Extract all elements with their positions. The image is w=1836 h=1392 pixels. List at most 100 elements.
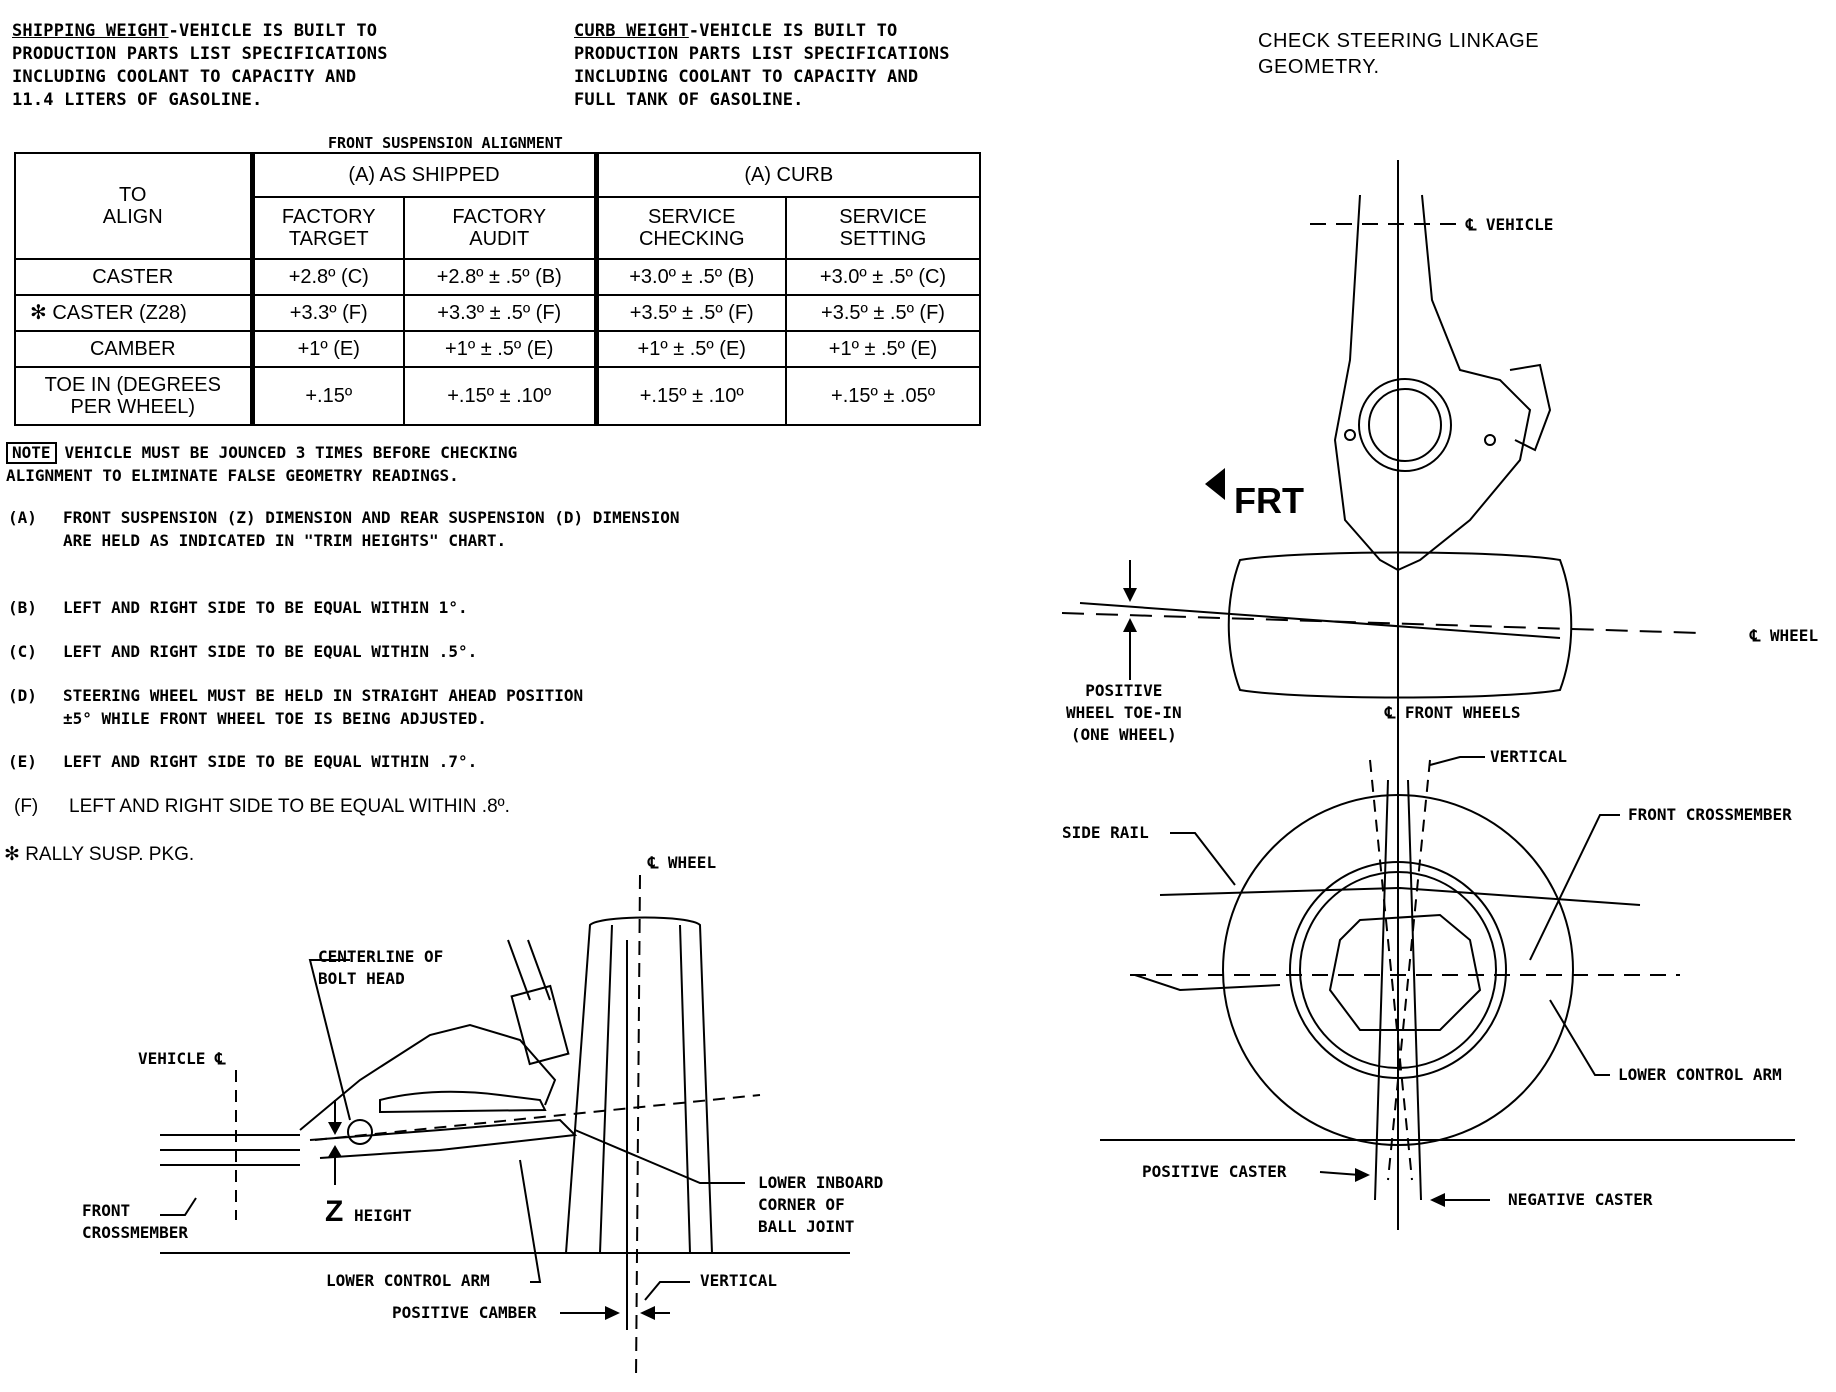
curb-weight-text: -VEHICLE IS BUILT TO: [688, 21, 898, 41]
toe-arrowhead-down: [1123, 588, 1137, 602]
negative-caster-arrowhead: [1430, 1193, 1445, 1207]
z-arrowhead-down: [328, 1122, 342, 1135]
lower-control-arm-leader-right: [1549, 999, 1610, 1076]
factory-target-cell: +2.8º (C): [251, 258, 405, 296]
frt-arrow-icon: [1205, 468, 1225, 500]
service-checking-cell: +.15º ± .10º: [595, 366, 787, 426]
table-group-header-row: TO ALIGN (A) AS SHIPPED (A) CURB: [14, 152, 982, 260]
camber-arrowhead-left: [640, 1306, 655, 1320]
shipping-weight-note: SHIPPING WEIGHT-VEHICLE IS BUILT TO PROD…: [12, 20, 532, 112]
service-setting-cell: +.15º ± .05º: [784, 366, 982, 426]
hub-outer-circle: [1358, 378, 1452, 472]
shipping-weight-term: SHIPPING WEIGHT: [12, 21, 169, 41]
footnote-text: LEFT AND RIGHT SIDE TO BE EQUAL WITHIN .…: [63, 642, 478, 661]
negative-caster-line: [1407, 779, 1422, 1201]
factory-audit-header: FACTORY AUDIT: [403, 196, 599, 260]
ball-joint-leader: [574, 1129, 745, 1184]
service-setting-header: SERVICE SETTING: [784, 196, 982, 260]
service-setting-cell: +3.0º ± .5º (C): [784, 258, 982, 296]
footnote-e: (E) LEFT AND RIGHT SIDE TO BE EQUAL WITHI…: [8, 750, 477, 773]
side-rail-label: SIDE RAIL: [1062, 823, 1149, 842]
control-arm-knuckle: [1328, 913, 1482, 1031]
positive-caster-leader: [1319, 1171, 1361, 1176]
arm-dashed-line: [314, 1094, 761, 1141]
curb-weight-note: CURB WEIGHT-VEHICLE IS BUILT TO PRODUCTI…: [574, 20, 1094, 112]
as-shipped-header: (A) AS SHIPPED: [251, 152, 599, 198]
caster-wheel-inner-rim: [1299, 871, 1497, 1069]
service-checking-cell: +1º ± .5º (E): [595, 330, 787, 368]
shock-body: [510, 984, 570, 1066]
wheel-centerline: [635, 874, 641, 1381]
footnote-text: LEFT AND RIGHT SIDE TO BE EQUAL WITHIN 1…: [63, 598, 468, 617]
bolt-leader: [308, 959, 351, 1121]
shipping-weight-rest: PRODUCTION PARTS LIST SPECIFICATIONS INC…: [12, 44, 388, 110]
vertical-leader-right: [1429, 756, 1485, 766]
row-label: CAMBER: [14, 330, 255, 368]
lower-control-arm-label: LOWER CONTROL ARM: [326, 1271, 490, 1290]
camber-vertical-label: VERTICAL: [700, 1271, 778, 1290]
factory-target-cell: +1º (E): [251, 330, 405, 368]
control-arm-leader: [519, 1159, 542, 1283]
footnote-text: STEERING WHEEL MUST BE HELD IN STRAIGHT …: [63, 686, 584, 728]
knuckle-left-outline: [1333, 194, 1399, 571]
toe-arrowhead-up: [1123, 618, 1137, 632]
service-setting-cell: +3.5º ± .5º (F): [784, 294, 982, 332]
factory-target-cell: +.15º: [251, 366, 405, 426]
footnote-text: LEFT AND RIGHT SIDE TO BE EQUAL WITHIN .…: [63, 752, 478, 771]
alignment-table: TO ALIGN (A) AS SHIPPED (A) CURB FACTORY…: [14, 152, 982, 426]
front-crossmember-leader: [1529, 814, 1620, 961]
to-align-header: TO ALIGN: [14, 152, 255, 260]
footnote-b: (B) LEFT AND RIGHT SIDE TO BE EQUAL WITHI…: [8, 596, 468, 619]
curb-weight-term: CURB WEIGHT: [574, 21, 689, 41]
row-label: ✻ CASTER (Z28): [14, 294, 255, 332]
footnote-f: (F) LEFT AND RIGHT SIDE TO BE EQUAL WITHI…: [14, 795, 510, 819]
toe-cl-wheel-label: ℄ WHEEL: [1750, 626, 1819, 645]
positive-toe-label: POSITIVE WHEEL TOE-IN (ONE WHEEL): [1066, 681, 1182, 744]
service-setting-cell: +1º ± .5º (E): [784, 330, 982, 368]
crossmember-left-line: [1134, 974, 1281, 992]
vehicle-cl-label: VEHICLE ℄: [138, 1049, 226, 1068]
shock-rod: [507, 939, 551, 1001]
positive-caster-label: POSITIVE CASTER: [1142, 1162, 1287, 1181]
camber-arrowhead-right: [605, 1306, 620, 1320]
table-row: CAMBER +1º (E) +1º ± .5º (E) +1º ± .5º (…: [14, 330, 982, 368]
factory-target-header: FACTORY TARGET: [251, 196, 405, 260]
table-row: TOE IN (DEGREES PER WHEEL) +.15º +.15º ±…: [14, 366, 982, 426]
toe-angle-line: [1079, 602, 1561, 639]
footnote-key: (E): [8, 752, 37, 771]
factory-audit-cell: +.15º ± .10º: [403, 366, 599, 426]
knuckle-right-outline: [1397, 194, 1532, 571]
footnote-d: (D) STEERING WHEEL MUST BE HELD IN STRAIG…: [8, 684, 583, 730]
centerline-bolt-label: CENTERLINE OF BOLT HEAD: [318, 947, 444, 988]
vertical-leader: [644, 1281, 690, 1301]
factory-target-cell: +3.3º (F): [251, 294, 405, 332]
footnote-text: LEFT AND RIGHT SIDE TO BE EQUAL WITHIN .…: [69, 796, 510, 817]
row-label: CASTER: [14, 258, 255, 296]
footnote-key: (D): [8, 686, 37, 705]
table-column-header-row: FACTORY TARGET FACTORY AUDIT SERVICE CHE…: [15, 196, 982, 260]
wheel-centerline-dashed: [1061, 612, 1701, 634]
caster-lower-control-arm-label: LOWER CONTROL ARM: [1618, 1065, 1782, 1084]
service-checking-cell: +3.0º ± .5º (B): [595, 258, 787, 296]
lower-control-arm-shape: [309, 1118, 578, 1159]
frt-label: FRT: [1234, 480, 1304, 521]
knuckle-hole-right: [1484, 434, 1496, 446]
curb-header: (A) CURB: [594, 152, 982, 198]
toe-cl-vehicle-label: ℄ VEHICLE: [1466, 215, 1554, 234]
camber-tire: [564, 916, 714, 1254]
steering-arm: [1509, 363, 1552, 452]
z-letter: Z: [325, 1195, 344, 1228]
row-label: TOE IN (DEGREES PER WHEEL): [14, 366, 255, 426]
footnote-key: (B): [8, 598, 37, 617]
caster-wheel-rim: [1289, 861, 1507, 1079]
crossmember-leader: [160, 1197, 197, 1216]
footnote-a: (A)FRONT SUSPENSION (Z) DIMENSION AND RE…: [8, 506, 680, 552]
tire-tread-lines: [599, 924, 691, 1254]
note-line-2: ALIGNMENT TO ELIMINATE FALSE GEOMETRY RE…: [6, 466, 459, 485]
curb-weight-rest: PRODUCTION PARTS LIST SPECIFICATIONS INC…: [574, 44, 950, 110]
caster-tire-outer: [1222, 794, 1574, 1146]
footnote-key: (F): [14, 796, 39, 817]
positive-camber-label: POSITIVE CAMBER: [392, 1303, 537, 1322]
shipping-weight-text: -VEHICLE IS BUILT TO: [168, 21, 378, 41]
